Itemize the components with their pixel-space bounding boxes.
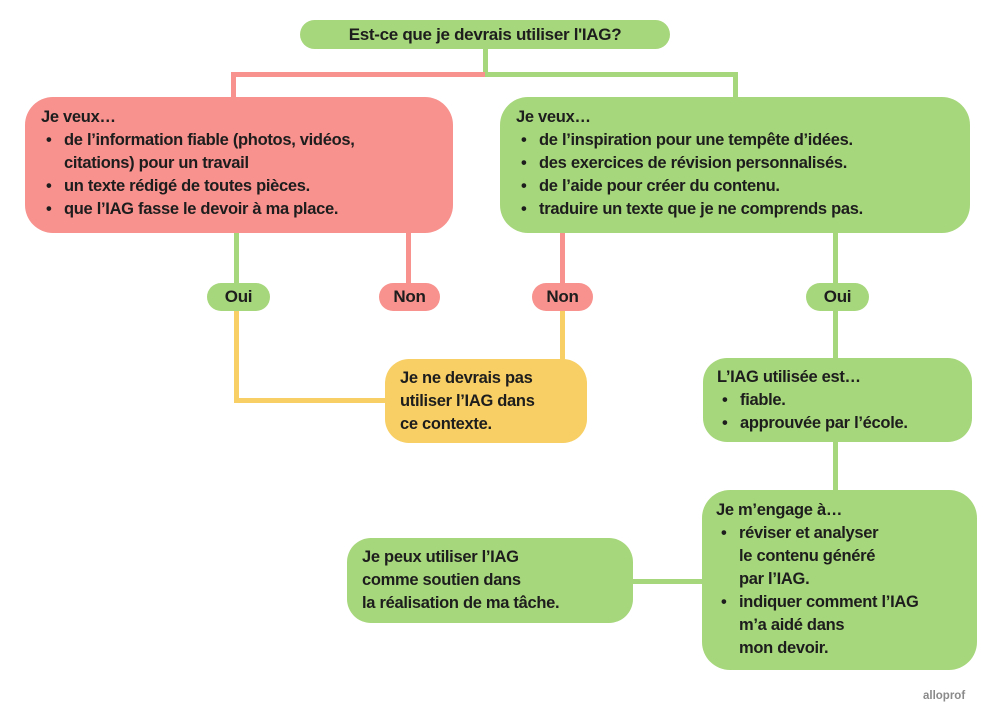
checks-node: L’IAG utilisée est… fiable. approuvée pa… — [703, 358, 972, 442]
right-non-pill: Non — [532, 283, 593, 311]
bullet-item: fiable. — [717, 389, 958, 412]
bullet-item: réviser et analyser le contenu généré pa… — [716, 522, 963, 591]
go-outcome-text: Je peux utiliser l’IAG comme soutien dan… — [362, 548, 560, 612]
edge-leftbox-non — [406, 231, 411, 284]
left-non-label: Non — [393, 287, 426, 306]
edge-split-right — [485, 72, 738, 77]
good-uses-node: Je veux… de l’inspiration pour une tempê… — [500, 97, 970, 233]
edge-left-branch-drop — [231, 72, 236, 99]
bullet-item: de l’information fiable (photos, vidéos,… — [41, 129, 437, 175]
alloprof-watermark: alloprof — [923, 690, 966, 702]
edge-oui-stop-horizontal — [234, 398, 387, 403]
bullet-item: un texte rédigé de toutes pièces. — [41, 175, 437, 198]
stop-outcome-node: Je ne devrais pas utiliser l’IAG dans ce… — [385, 359, 587, 443]
commitments-node: Je m’engage à… réviser et analyser le co… — [702, 490, 977, 670]
stop-outcome-text: Je ne devrais pas utiliser l’IAG dans ce… — [400, 368, 535, 433]
edge-rightbox-oui — [833, 231, 838, 284]
bullet-item: traduire un texte que je ne comprends pa… — [516, 198, 954, 221]
right-oui-pill: Oui — [806, 283, 869, 311]
commitments-list: réviser et analyser le contenu généré pa… — [716, 522, 963, 660]
good-uses-list: de l’inspiration pour une tempête d’idée… — [516, 129, 954, 221]
left-oui-pill: Oui — [207, 283, 270, 311]
right-non-label: Non — [546, 287, 579, 306]
bad-uses-title: Je veux… — [41, 108, 116, 126]
commitments-title: Je m’engage à… — [716, 501, 843, 519]
go-outcome-node: Je peux utiliser l’IAG comme soutien dan… — [347, 538, 633, 623]
left-non-pill: Non — [379, 283, 440, 311]
bullet-item: de l’inspiration pour une tempête d’idée… — [516, 129, 954, 152]
bullet-item: indiquer comment l’IAG m’a aidé dans mon… — [716, 591, 963, 660]
bullet-item: des exercices de révision personnalisés. — [516, 152, 954, 175]
edge-oui-stop-vertical — [234, 309, 239, 403]
bullet-item: de l’aide pour créer du contenu. — [516, 175, 954, 198]
root-question-label: Est-ce que je devrais utiliser l'IAG? — [348, 24, 622, 44]
bad-uses-node: Je veux… de l’information fiable (photos… — [25, 97, 453, 233]
edge-oui-checks — [833, 309, 838, 360]
root-question-node: Est-ce que je devrais utiliser l'IAG? — [300, 20, 670, 49]
good-uses-title: Je veux… — [516, 108, 591, 126]
checks-title: L’IAG utilisée est… — [717, 368, 861, 386]
left-oui-label: Oui — [224, 287, 253, 306]
edge-rightbox-non — [560, 231, 565, 284]
edge-right-branch-drop — [733, 72, 738, 99]
edge-commitments-go — [632, 579, 704, 584]
edge-checks-commitments — [833, 440, 838, 492]
bad-uses-list: de l’information fiable (photos, vidéos,… — [41, 129, 437, 221]
right-oui-label: Oui — [823, 287, 852, 306]
bullet-item: approuvée par l’école. — [717, 412, 958, 435]
edge-leftbox-oui — [234, 231, 239, 284]
bullet-item: que l’IAG fasse le devoir à ma place. — [41, 198, 437, 221]
edge-non-stop — [560, 309, 565, 361]
edge-root-drop — [483, 47, 488, 77]
edge-split-left — [231, 72, 487, 77]
checks-list: fiable. approuvée par l’école. — [717, 389, 958, 435]
